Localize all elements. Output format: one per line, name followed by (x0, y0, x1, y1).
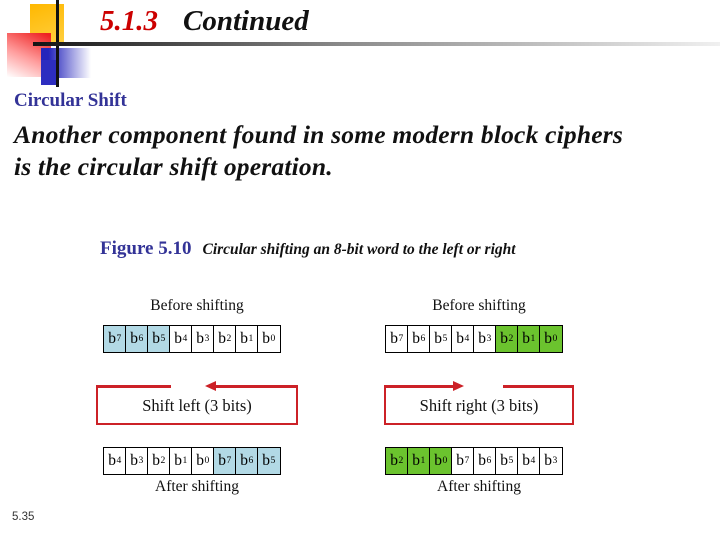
before-shifting-label: Before shifting (150, 297, 244, 314)
shift-right-box: Shift right (3 bits) (384, 381, 574, 425)
section-heading: Circular Shift (14, 90, 127, 111)
right-arrowhead-icon (452, 381, 464, 392)
before-shifting-label: Before shifting (432, 297, 526, 314)
shift-left-box: Shift left (3 bits) (96, 381, 298, 425)
left-arrowhead-icon (204, 381, 216, 392)
slide-title: 5.1.3 Continued (100, 5, 309, 38)
arrow-line-segment (503, 385, 572, 388)
body-line-2: is the circular shift operation. (14, 152, 333, 182)
figure-label: Figure 5.10 (100, 238, 192, 259)
arrow-line-segment (386, 385, 453, 388)
header-divider-line (33, 42, 720, 46)
after-shifting-label: After shifting (437, 478, 521, 495)
page-number: 5.35 (12, 511, 35, 523)
slide-logo (0, 0, 120, 100)
figure-caption-text: Circular shifting an 8-bit word to the l… (202, 241, 516, 258)
after-shifting-label: After shifting (155, 478, 239, 495)
slide-title-text: Continued (183, 5, 309, 37)
shift-left-label: Shift left (3 bits) (142, 396, 252, 415)
slide-title-number: 5.1.3 (100, 5, 158, 37)
logo-blue-square-tail (41, 60, 58, 85)
figure-caption: Figure 5.10 Circular shifting an 8-bit w… (100, 238, 516, 260)
body-line-1: Another component found in some modern b… (14, 120, 624, 149)
arrow-line-segment (215, 385, 296, 388)
arrow-line-segment (98, 385, 172, 388)
body-paragraph: Another component found in some modern b… (14, 119, 714, 183)
shift-right-label: Shift right (3 bits) (419, 396, 539, 415)
